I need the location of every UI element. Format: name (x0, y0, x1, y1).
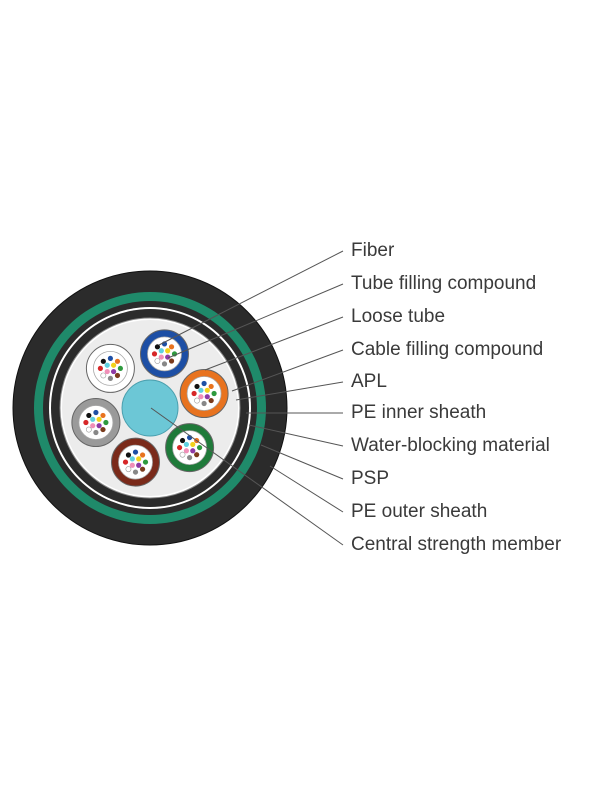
fiber (208, 397, 214, 404)
fiber (129, 462, 135, 468)
leader-line-loose-tube (204, 316, 344, 371)
label-loose-tube: Loose tube (351, 306, 446, 327)
fiber (83, 419, 89, 426)
fiber (100, 372, 107, 379)
fiber (151, 351, 158, 357)
fiber (190, 441, 196, 448)
fiber (107, 355, 114, 362)
fiber (104, 368, 110, 375)
fiber (136, 462, 142, 468)
fiber (90, 416, 96, 422)
leader-line-psp (260, 444, 344, 480)
fiber (100, 412, 106, 419)
leader-line-tube-filling-compound (167, 283, 344, 359)
fiber (96, 416, 102, 422)
fiber (132, 469, 139, 475)
fiber (136, 456, 142, 462)
fiber (114, 372, 121, 379)
fiber (168, 344, 175, 350)
fiber (186, 454, 193, 461)
central-strength-member-core (121, 379, 179, 437)
fiber (122, 459, 129, 465)
fiber (93, 409, 99, 416)
fiber (125, 466, 132, 473)
leader-lines (150, 250, 344, 546)
fiber (204, 387, 210, 393)
fiber (86, 412, 92, 419)
fiber (154, 344, 161, 350)
fiber (158, 348, 164, 354)
fiber (208, 383, 214, 390)
fiber (179, 437, 186, 444)
fiber (198, 387, 204, 393)
fiber (132, 449, 139, 455)
fiber (194, 397, 200, 404)
fiber (161, 361, 168, 367)
label-tube-filling-compound: Tube filling compound (351, 273, 537, 294)
leader-line-cable-filling-compound (231, 349, 344, 392)
fiber (100, 358, 106, 364)
fiber (142, 459, 149, 465)
leader-line-pe-outer-sheath (269, 465, 344, 513)
fiber (107, 375, 114, 382)
fiber (194, 383, 200, 390)
fiber (165, 348, 171, 354)
fiber (139, 466, 146, 472)
fiber (96, 423, 102, 429)
fiber (114, 358, 121, 364)
label-water-blocking-material: Water-blocking material (351, 435, 550, 456)
fiber (204, 394, 210, 400)
leader-line-central-strength-member (150, 407, 344, 546)
label-fiber: Fiber (351, 240, 395, 261)
fiber (201, 400, 207, 407)
fiber (183, 448, 190, 454)
fiber (168, 358, 175, 364)
fiber (176, 444, 183, 451)
label-pe-inner-sheath: PE inner sheath (351, 402, 487, 423)
fiber (125, 452, 132, 458)
fiber (93, 429, 99, 436)
fiber (129, 456, 135, 462)
fiber (158, 354, 164, 360)
fiber (103, 419, 109, 426)
fiber (211, 390, 217, 397)
fiber (183, 441, 190, 448)
fiber (139, 452, 146, 458)
label-central-strength-member: Central strength member (351, 534, 562, 555)
fiber (194, 452, 200, 458)
fiber (104, 362, 110, 368)
label-psp: PSP (351, 468, 390, 489)
leader-line-fiber (158, 250, 344, 346)
fiber (191, 390, 197, 397)
leader-line-apl (235, 381, 344, 401)
loose-tubes-group (71, 329, 229, 487)
fiber (179, 451, 186, 458)
fiber (190, 448, 196, 454)
fiber (90, 423, 96, 429)
fiber (117, 365, 124, 372)
fiber (85, 426, 92, 433)
label-pe-outer-sheath: PE outer sheath (351, 501, 488, 522)
fiber (110, 362, 117, 368)
fiber (196, 444, 203, 451)
label-apl: APL (351, 371, 387, 392)
fiber (201, 380, 207, 387)
fiber (97, 365, 104, 372)
fiber (165, 354, 171, 360)
leader-line-water-blocking-material (248, 424, 344, 447)
fiber (100, 426, 106, 433)
fiber (198, 394, 204, 400)
fiber (154, 358, 161, 364)
label-cable-filling-compound: Cable filling compound (351, 339, 544, 360)
fiber (110, 368, 117, 375)
